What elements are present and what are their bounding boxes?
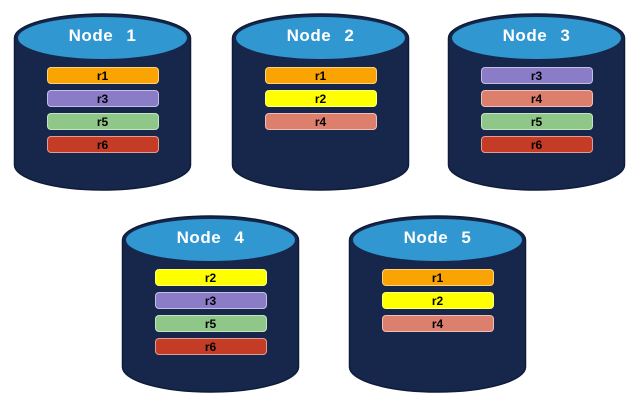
replica-label: r2 bbox=[431, 293, 444, 308]
replica-label: r1 bbox=[314, 68, 327, 83]
replica-label: r3 bbox=[204, 293, 217, 308]
replica-bar-r5: r5 bbox=[480, 113, 593, 130]
replica-list: r2 r3 r5 r6 bbox=[120, 269, 301, 355]
replica-bar-r1: r1 bbox=[264, 67, 377, 84]
replica-bar-r2: r2 bbox=[154, 269, 267, 286]
replica-bar-r5: r5 bbox=[154, 315, 267, 332]
db-node: Node 2 r1 r2 r4 bbox=[230, 7, 411, 192]
replica-bar-r4: r4 bbox=[381, 315, 494, 332]
replica-label: r6 bbox=[96, 137, 109, 152]
replica-label: r3 bbox=[530, 68, 543, 83]
db-node: Node 1 r1 r3 r5 r6 bbox=[12, 7, 193, 192]
node-title: Node 1 bbox=[68, 26, 137, 45]
replica-list: r1 r2 r4 bbox=[230, 67, 411, 130]
replica-bar-r2: r2 bbox=[381, 292, 494, 309]
replica-bar-r3: r3 bbox=[480, 67, 593, 84]
replica-bar-r1: r1 bbox=[381, 269, 494, 286]
replica-bar-r4: r4 bbox=[264, 113, 377, 130]
replica-label: r2 bbox=[204, 270, 217, 285]
replica-bar-r2: r2 bbox=[264, 90, 377, 107]
replica-list: r1 r2 r4 bbox=[347, 269, 528, 332]
replica-label: r5 bbox=[204, 316, 217, 331]
replica-bar-r6: r6 bbox=[154, 338, 267, 355]
replica-bar-r3: r3 bbox=[154, 292, 267, 309]
replica-label: r4 bbox=[314, 114, 327, 129]
replica-bar-r6: r6 bbox=[46, 136, 159, 153]
db-node: Node 5 r1 r2 r4 bbox=[347, 209, 528, 394]
replica-list: r3 r4 r5 r6 bbox=[446, 67, 627, 153]
replica-bar-r6: r6 bbox=[480, 136, 593, 153]
replica-label: r5 bbox=[96, 114, 109, 129]
replica-label: r5 bbox=[530, 114, 543, 129]
replica-label: r4 bbox=[530, 91, 543, 106]
node-title: Node 3 bbox=[502, 26, 571, 45]
replica-bar-r1: r1 bbox=[46, 67, 159, 84]
replica-bar-r5: r5 bbox=[46, 113, 159, 130]
replica-label: r6 bbox=[530, 137, 543, 152]
replica-label: r3 bbox=[96, 91, 109, 106]
replica-bar-r4: r4 bbox=[480, 90, 593, 107]
replica-bar-r3: r3 bbox=[46, 90, 159, 107]
db-node: Node 3 r3 r4 r5 r6 bbox=[446, 7, 627, 192]
node-title: Node 5 bbox=[403, 228, 472, 247]
replica-label: r4 bbox=[431, 316, 444, 331]
replica-label: r6 bbox=[204, 339, 217, 354]
replica-label: r1 bbox=[431, 270, 444, 285]
node-title: Node 2 bbox=[286, 26, 355, 45]
node-title: Node 4 bbox=[176, 228, 245, 247]
replica-label: r2 bbox=[314, 91, 327, 106]
replica-list: r1 r3 r5 r6 bbox=[12, 67, 193, 153]
replica-label: r1 bbox=[96, 68, 109, 83]
db-node: Node 4 r2 r3 r5 r6 bbox=[120, 209, 301, 394]
